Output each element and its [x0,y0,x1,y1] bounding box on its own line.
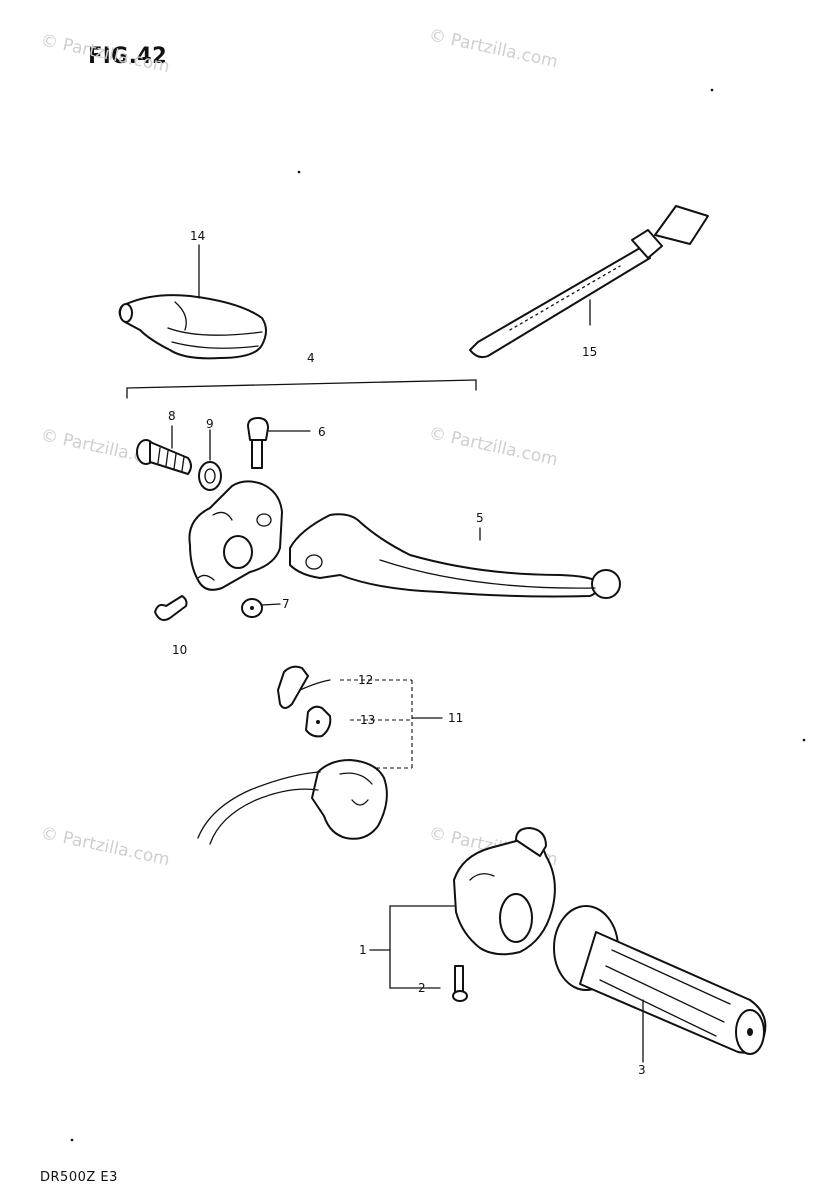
part-11-switch-assembly [197,665,443,845]
model-label: DR500Z E3 [40,1170,118,1185]
part-8-adjuster-bolt [136,425,192,475]
part-15-cable-tie [469,205,709,359]
callout-4: 4 [307,351,315,365]
figure-title: FIG.42 [88,44,168,69]
callout-2: 2 [418,981,426,995]
callout-15: 15 [582,345,597,359]
callout-7: 7 [282,597,290,611]
part-4-assembly-bracket [126,379,477,399]
watermark: © Partzilla.com [39,30,171,77]
watermark: © Partzilla.com [427,423,559,470]
part-6-pivot-bolt [247,417,311,469]
part-4-lever-holder [188,480,283,591]
part-10-screw [154,595,188,621]
callout-9: 9 [206,417,214,431]
callout-13: 13 [360,713,375,727]
callout-14: 14 [190,229,205,243]
callout-12: 12 [358,673,373,687]
callout-8: 8 [168,409,176,423]
callout-1: 1 [359,943,367,957]
part-2-screw [452,965,468,1002]
watermarks: © Partzilla.com © Partzilla.com © Partzi… [39,25,559,870]
part-1-throttle-housing [369,827,556,989]
callout-3: 3 [638,1063,646,1077]
watermark: © Partzilla.com [427,25,559,72]
part-9-locknut [198,429,222,491]
part-5-clutch-lever [289,513,621,599]
watermark: © Partzilla.com [39,823,171,870]
callout-5: 5 [476,511,484,525]
part-7-nut [241,598,281,618]
part-3-grip [553,905,767,1063]
callout-6: 6 [318,425,326,439]
callout-10: 10 [172,643,187,657]
callout-11: 11 [448,711,463,725]
scan-specks [70,88,806,1142]
callout-labels: 14 15 4 8 9 6 5 7 10 12 13 11 1 2 3 [168,229,646,1077]
part-14-lever-cover [118,244,267,360]
